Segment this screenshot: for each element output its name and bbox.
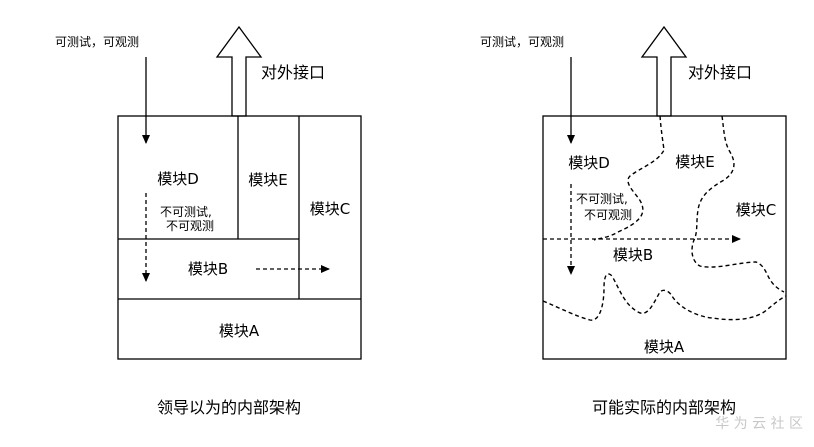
left-interface-label: 对外接口 (261, 63, 325, 82)
right-module-d: 模块D (568, 154, 610, 172)
right-interface-arrow (640, 25, 688, 117)
right-untestable-note-2: 不可观测 (584, 208, 632, 222)
right-module-a: 模块A (644, 338, 685, 356)
left-testable-note: 可测试，可观测 (55, 34, 139, 49)
left-module-d: 模块D (157, 170, 199, 188)
left-system-box (117, 115, 362, 360)
right-caption: 可能实际的内部架构 (592, 398, 736, 417)
left-caption: 领导以为的内部架构 (157, 398, 301, 417)
left-untestable-note-2: 不可观测 (166, 219, 214, 233)
right-module-e: 模块E (675, 153, 714, 171)
right-boundary-d-e (593, 115, 665, 241)
left-untestable-note-1: 不可测试, (160, 204, 212, 219)
right-diagram: 对外接口 可测试，可观测 模块D 模块E 模块C 模块B 模块A 不可测试, 不… (480, 25, 787, 417)
right-boundary-a (542, 273, 787, 321)
left-module-b: 模块B (188, 260, 228, 278)
right-boundary-e-c (691, 115, 785, 293)
left-interface-arrow (215, 25, 263, 117)
watermark: 华 为 云 社 区 (715, 416, 803, 432)
right-module-c: 模块C (736, 201, 776, 219)
left-module-e: 模块E (248, 171, 287, 189)
right-system-box (542, 115, 787, 360)
left-diagram: 对外接口 可测试，可观测 模块D 模块E 模块C 模块B 模块A 不可测试, 不… (55, 25, 362, 417)
left-module-a: 模块A (219, 322, 260, 340)
right-interface-label: 对外接口 (688, 63, 752, 82)
right-module-b: 模块B (613, 246, 653, 264)
right-testable-note: 可测试，可观测 (480, 34, 564, 49)
right-untestable-note-1: 不可测试, (576, 191, 628, 206)
left-module-c: 模块C (310, 200, 350, 218)
